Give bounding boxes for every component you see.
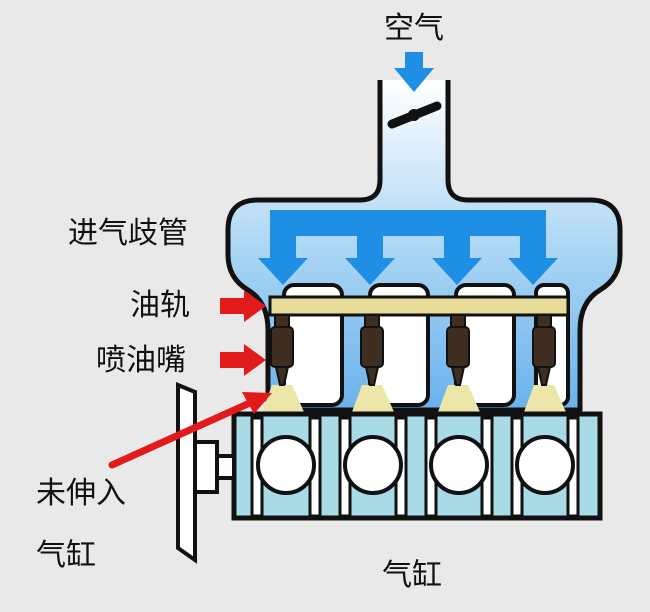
throttle-valve	[387, 101, 442, 129]
fuel-spray	[262, 385, 566, 412]
air-inlet-arrow	[394, 52, 434, 92]
not-in-cylinder-pointer-arrow	[108, 392, 272, 469]
cylinder-label: 气缸	[382, 558, 442, 593]
not-in-cylinder-label-line2: 气缸	[36, 538, 96, 573]
intake-manifold-label: 进气歧管	[68, 216, 188, 251]
not-in-cylinder-label-line1: 未伸入	[36, 476, 126, 511]
fuel-rail-pointer-arrow	[220, 290, 266, 322]
air-flow-arrows	[258, 210, 558, 285]
fuel-rail-bar	[268, 295, 570, 317]
air-label: 空气	[384, 11, 444, 46]
injectors	[270, 314, 556, 386]
fuel-rail-label: 油轨	[130, 288, 190, 323]
injector-pointer-arrow	[220, 344, 266, 376]
pistons	[256, 435, 575, 495]
injector-label: 喷油嘴	[96, 343, 186, 378]
